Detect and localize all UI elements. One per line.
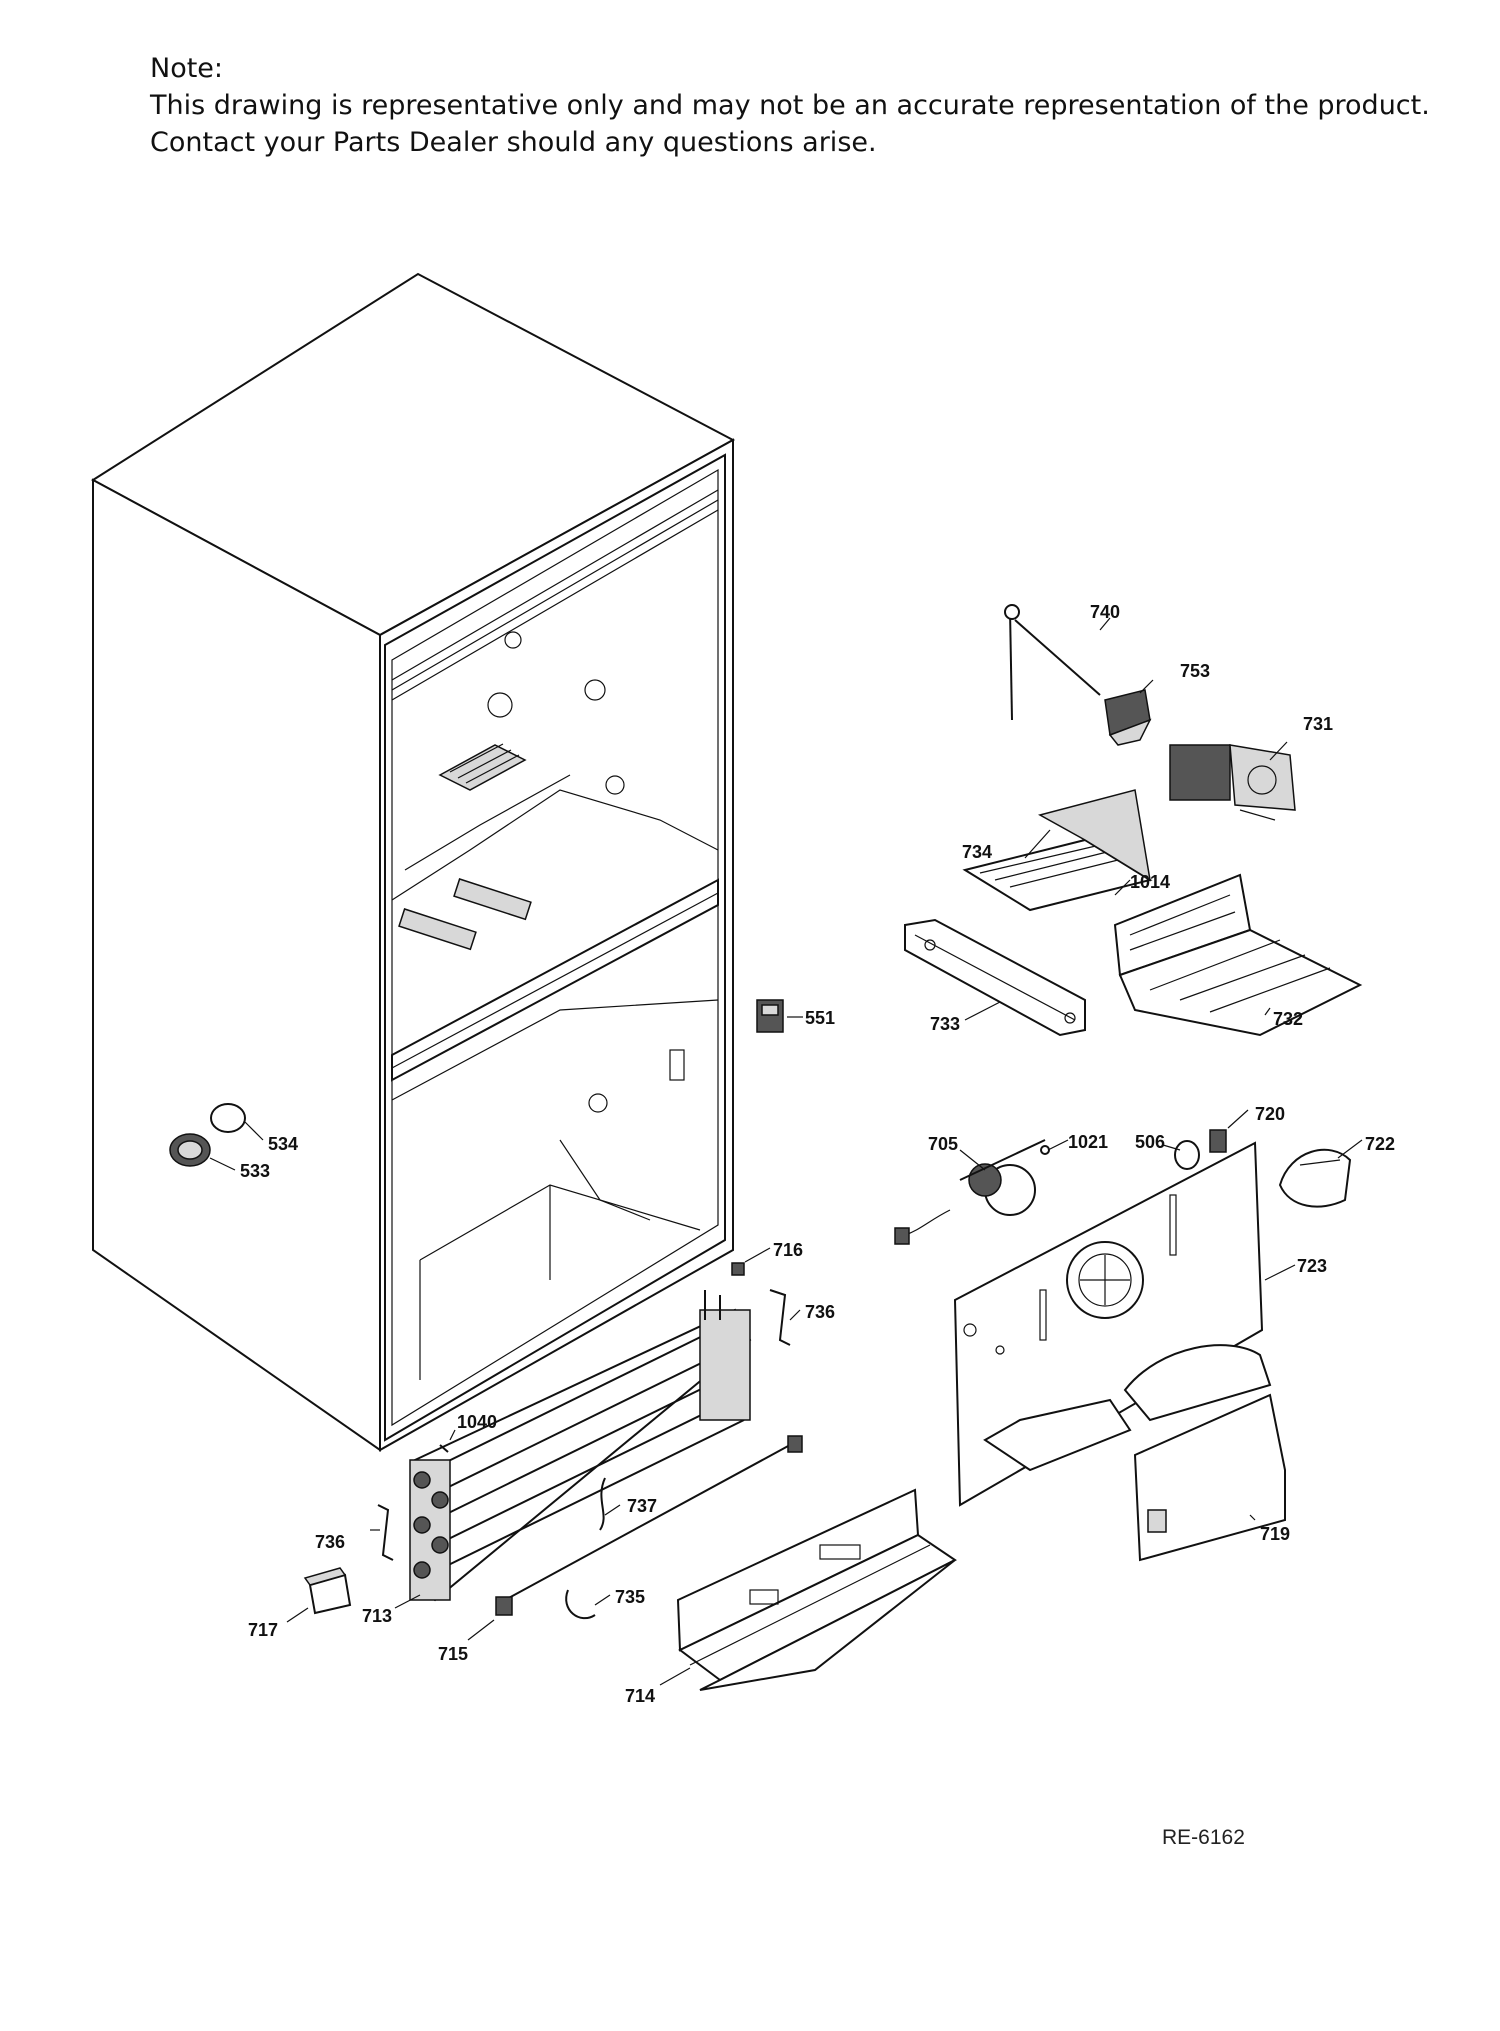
part-533-534-plugs <box>169 1103 246 1167</box>
note-heading: Note: <box>150 53 224 84</box>
part-735-clip <box>565 1589 596 1620</box>
label-717: 717 <box>248 1620 278 1640</box>
note-block: Note: This drawing is representative onl… <box>150 50 1430 161</box>
note-line-1: This drawing is representative only and … <box>150 90 1430 121</box>
part-736-heater-wire-left <box>377 1504 394 1561</box>
part-713-evaporator <box>409 1290 752 1602</box>
label-705: 705 <box>928 1134 958 1154</box>
label-533: 533 <box>240 1161 270 1181</box>
label-736-right: 736 <box>805 1302 835 1322</box>
label-732: 732 <box>1273 1009 1303 1029</box>
label-723: 723 <box>1297 1256 1327 1276</box>
part-732-shelf <box>1113 873 1363 1037</box>
part-716-clip <box>731 1262 745 1276</box>
label-733: 733 <box>930 1014 960 1034</box>
part-722-light-cover <box>1278 1148 1352 1208</box>
label-737: 737 <box>627 1496 657 1516</box>
label-731: 731 <box>1303 714 1333 734</box>
label-720: 720 <box>1255 1104 1285 1124</box>
part-740-fill-tube <box>1004 604 1101 721</box>
label-713: 713 <box>362 1606 392 1626</box>
refrigerator-cabinet <box>91 272 736 1452</box>
part-720-socket <box>1209 1129 1227 1153</box>
part-714-drain-trough <box>676 1488 957 1691</box>
label-734: 734 <box>962 842 992 862</box>
label-534: 534 <box>268 1134 298 1154</box>
diagram-reference-code: RE-6162 <box>1162 1826 1245 1849</box>
part-736-heater-wire-right <box>769 1289 791 1346</box>
part-715-thermostat <box>495 1596 513 1616</box>
part-731-damper <box>1169 744 1296 821</box>
label-506: 506 <box>1135 1132 1165 1152</box>
label-1014: 1014 <box>1130 872 1170 892</box>
label-714: 714 <box>625 1686 655 1706</box>
part-753-bracket <box>1104 689 1152 746</box>
label-719: 719 <box>1260 1524 1290 1544</box>
part-719-shroud <box>983 1344 1286 1562</box>
label-740: 740 <box>1090 602 1120 622</box>
note-line-2: Contact your Parts Dealer should any que… <box>150 127 877 158</box>
part-733-rail <box>904 918 1086 1037</box>
part-723-evaporator-cover <box>953 1141 1264 1507</box>
label-551: 551 <box>805 1008 835 1028</box>
part-737-heater <box>504 1435 803 1601</box>
label-715: 715 <box>438 1644 468 1664</box>
part-labels: 740 753 731 734 1014 733 732 551 534 533… <box>240 602 1395 1706</box>
part-551-switch <box>756 999 784 1033</box>
label-736-left: 736 <box>315 1532 345 1552</box>
part-506-bulb <box>1174 1140 1200 1170</box>
leader-lines <box>209 617 1363 1686</box>
part-705-fan-motor <box>894 1139 1046 1245</box>
label-1040: 1040 <box>457 1412 497 1432</box>
part-1040-screw <box>439 1444 449 1453</box>
part-717-block <box>303 1567 352 1615</box>
label-716: 716 <box>773 1240 803 1260</box>
part-734-cover <box>962 789 1153 912</box>
label-735: 735 <box>615 1587 645 1607</box>
label-753: 753 <box>1180 661 1210 681</box>
label-722: 722 <box>1365 1134 1395 1154</box>
part-1021-screw <box>1040 1145 1050 1155</box>
label-1021: 1021 <box>1068 1132 1108 1152</box>
